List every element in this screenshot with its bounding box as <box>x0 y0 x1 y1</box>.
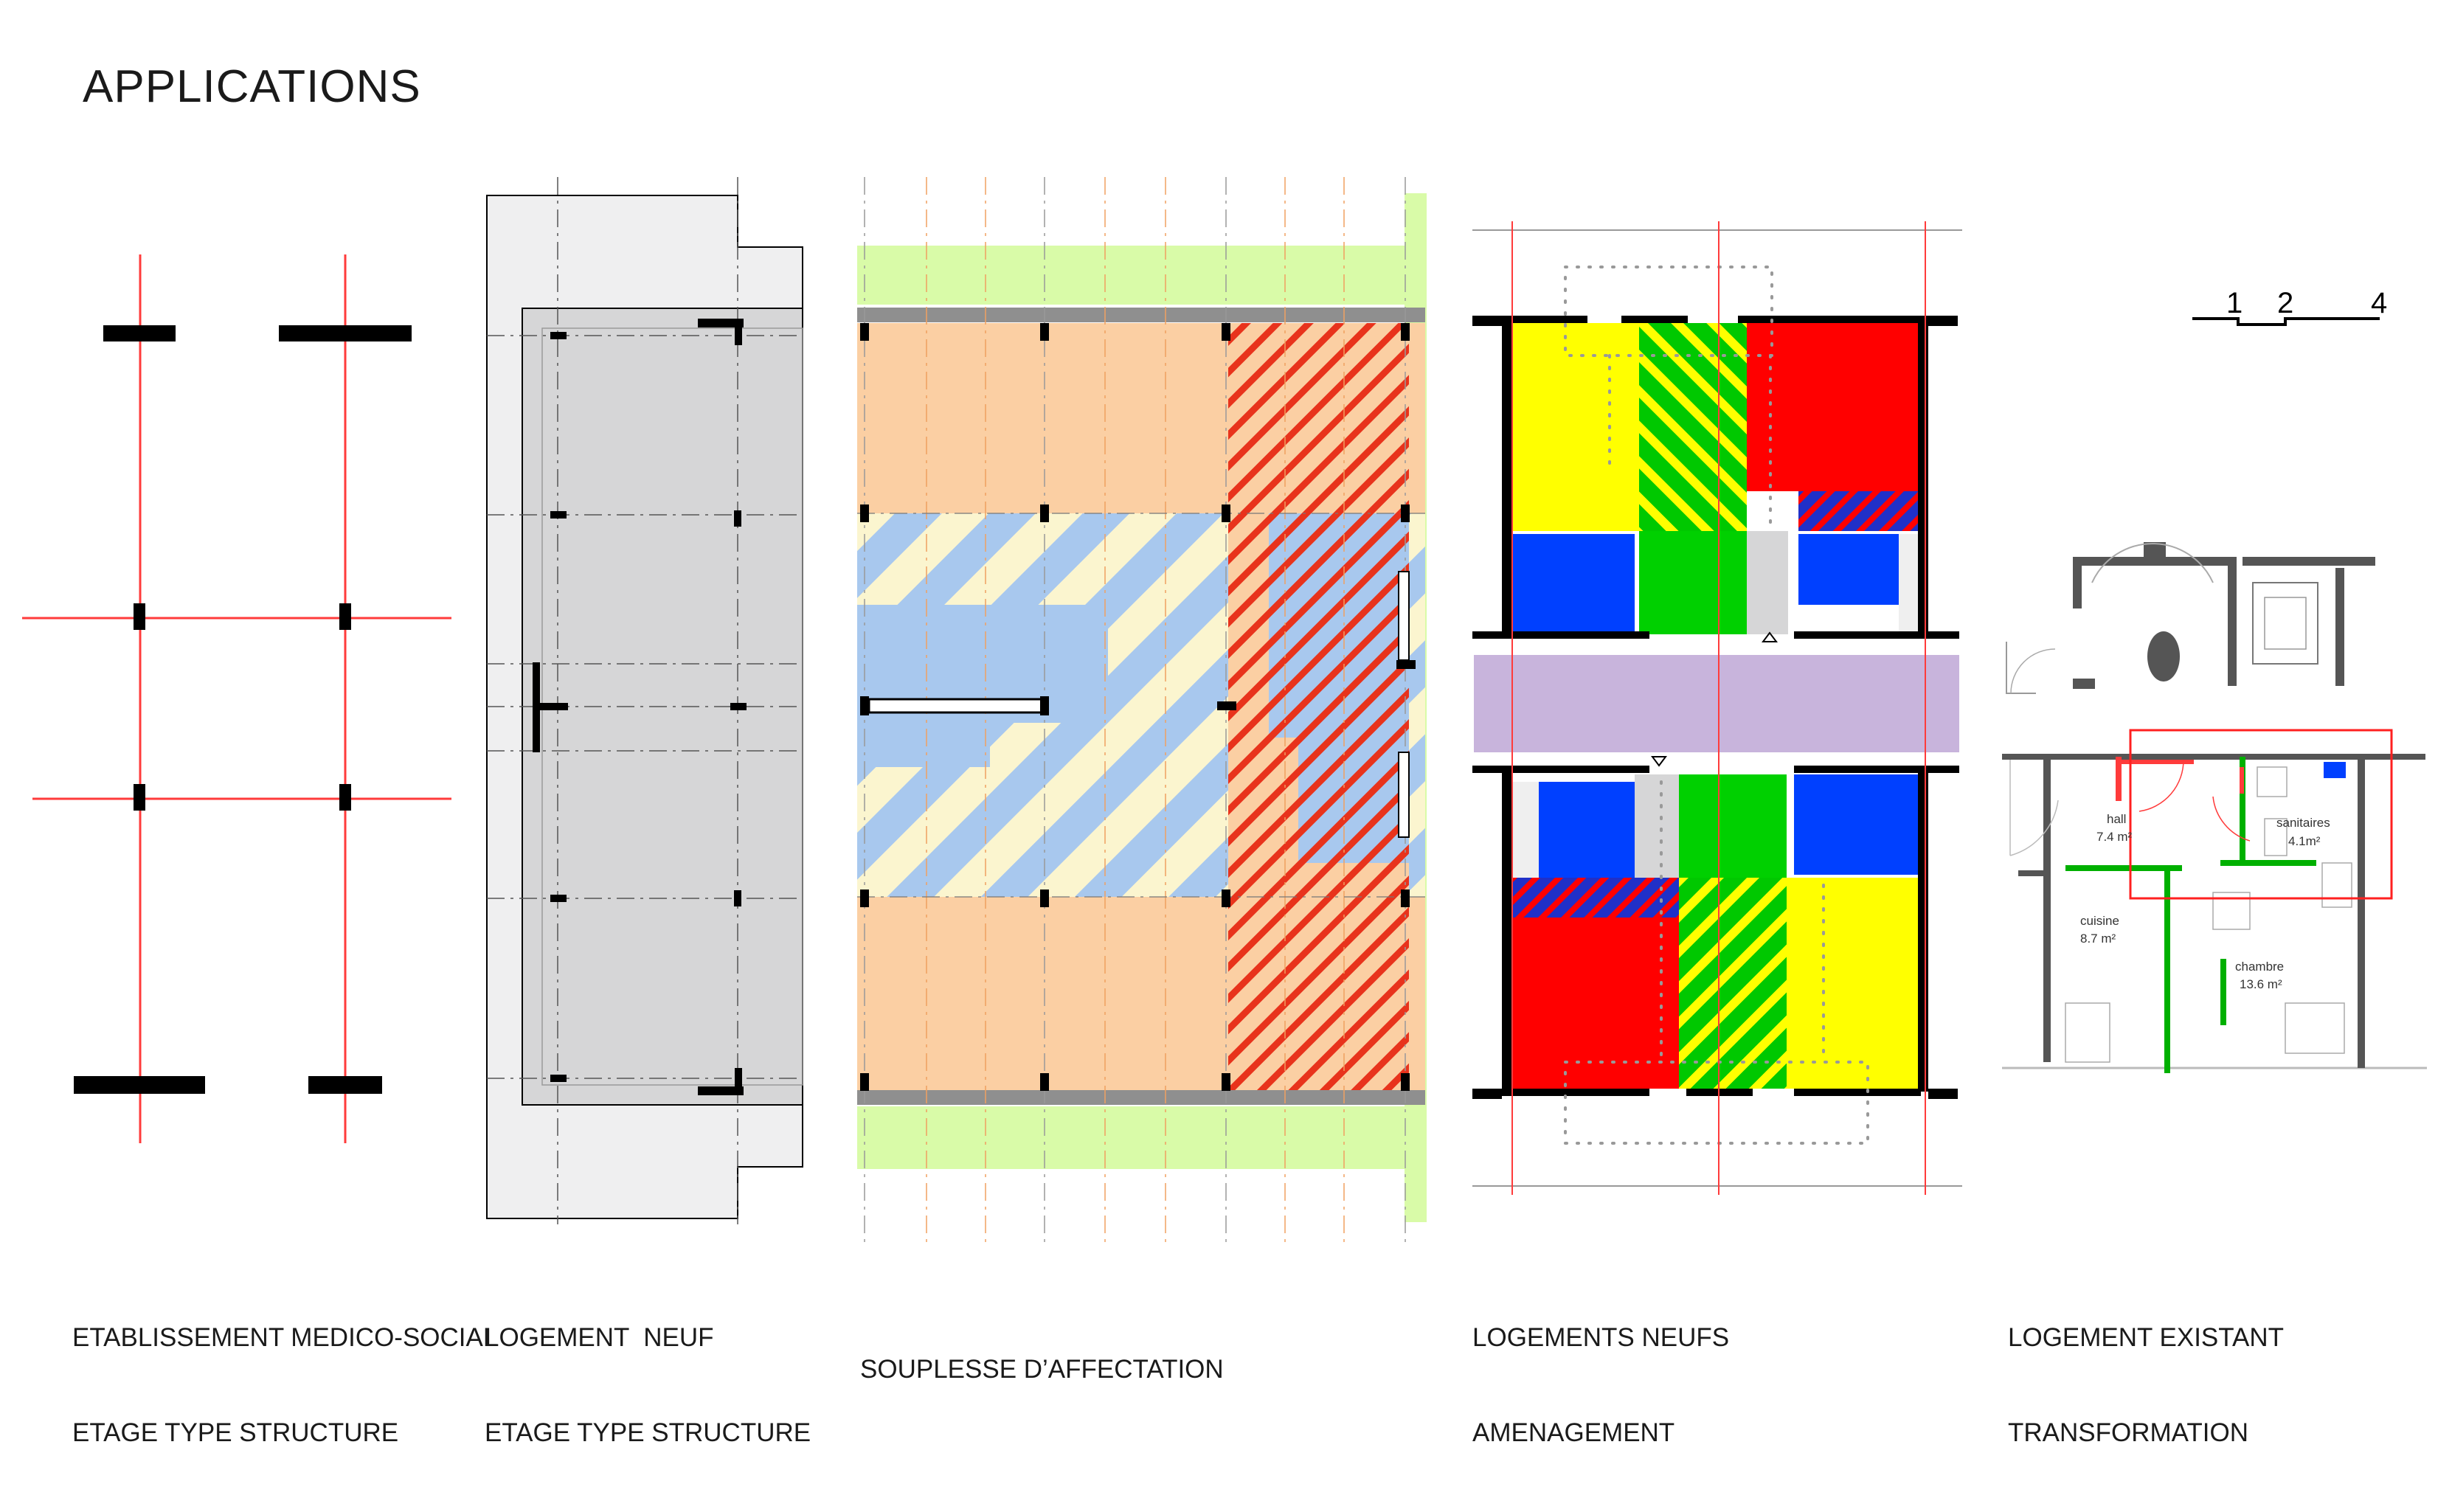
scale-label-1: 1 <box>2226 287 2243 319</box>
room-cuisine-area: 8.7 m² <box>2080 932 2116 946</box>
caption-souplesse: SOUPLESSE D’AFFECTATION <box>860 1290 1224 1449</box>
caption-line-2: AMENAGEMENT <box>1472 1418 1675 1447</box>
panel-logements-neufs-amenagement <box>1472 221 1962 1195</box>
page-title: APPLICATIONS <box>83 61 421 112</box>
panel-logement-existant-transformation: 1 2 4 <box>2002 287 2427 1073</box>
room-sanitaires-name: sanitaires <box>2276 816 2330 830</box>
caption-logements-neufs: LOGEMENTS NEUFS AMENAGEMENT <box>1472 1258 1729 1512</box>
caption-line-1: LOGEMENT NEUF <box>485 1323 714 1352</box>
drawings-canvas: 1 2 4 <box>22 177 2427 1243</box>
caption-line-1: LOGEMENT EXISTANT <box>2008 1323 2285 1352</box>
room-chambre-name: chambre <box>2235 960 2284 974</box>
room-hall-area: 7.4 m² <box>2096 830 2133 844</box>
caption-line-2: ETAGE TYPE STRUCTURE <box>72 1418 399 1447</box>
panel-medico-social <box>22 254 451 1143</box>
caption-logement-neuf: LOGEMENT NEUF ETAGE TYPE STRUCTURE <box>485 1258 811 1512</box>
caption-line-1: ETABLISSEMENT MEDICO-SOCIAL <box>72 1323 498 1352</box>
panel-logement-neuf-structure <box>486 177 803 1224</box>
caption-line-2: ETAGE TYPE STRUCTURE <box>485 1418 811 1447</box>
room-hall-name: hall <box>2107 812 2126 826</box>
scale-bar: 1 2 4 <box>2192 287 2387 326</box>
scale-label-2: 2 <box>2277 287 2293 319</box>
room-sanitaires-area: 4.1m² <box>2288 834 2321 848</box>
caption-line-2: TRANSFORMATION <box>2008 1418 2249 1447</box>
room-chambre-area: 13.6 m² <box>2240 977 2282 991</box>
caption-line-1: LOGEMENTS NEUFS <box>1472 1323 1730 1352</box>
room-cuisine-name: cuisine <box>2080 914 2119 928</box>
caption-line-1: SOUPLESSE D’AFFECTATION <box>860 1355 1224 1384</box>
scale-label-4: 4 <box>2371 287 2387 319</box>
caption-medico-social: ETABLISSEMENT MEDICO-SOCIAL ETAGE TYPE S… <box>72 1258 497 1512</box>
panel-souplesse-affectation <box>857 177 1427 1243</box>
caption-logement-existant: LOGEMENT EXISTANT TRANSFORMATION <box>2008 1258 2284 1512</box>
